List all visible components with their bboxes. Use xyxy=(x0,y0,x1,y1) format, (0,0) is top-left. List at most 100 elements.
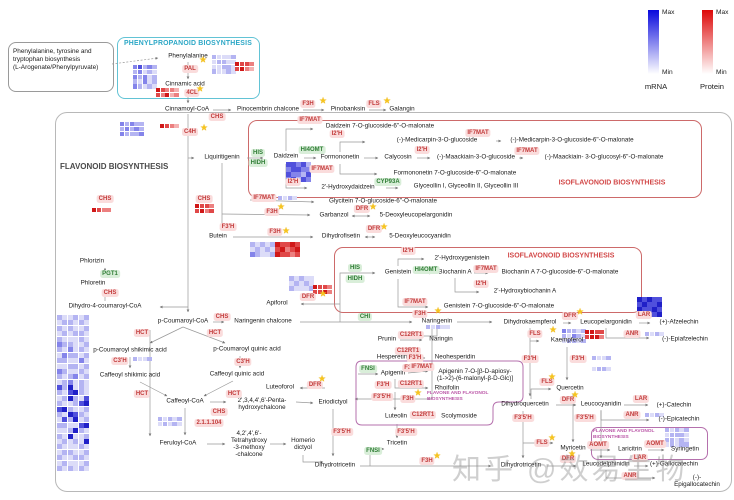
heatmap-cell xyxy=(73,401,79,407)
heatmap-cell xyxy=(445,325,450,330)
heatmap-cell xyxy=(264,251,270,257)
heatmap-cell xyxy=(164,124,170,129)
star-icon: ★ xyxy=(379,221,389,232)
heatmap-cell xyxy=(78,325,84,331)
heatmap-cell xyxy=(665,437,670,442)
star-icon: ★ xyxy=(276,201,286,212)
heatmap-cell xyxy=(656,306,662,312)
star-icon: ★ xyxy=(575,306,585,317)
heatmap-cell xyxy=(286,171,291,177)
heatmap-cell xyxy=(674,432,679,438)
heatmap-cell xyxy=(57,331,62,337)
enzyme-label: CHS xyxy=(208,112,226,122)
metabolite-label: Calycosin xyxy=(384,153,412,161)
enzyme-label: IF7MAT xyxy=(473,264,499,274)
heatmap-cell xyxy=(83,331,89,337)
heatmap-cell xyxy=(162,421,168,427)
heatmap-cell xyxy=(592,367,597,372)
heatmap-cell xyxy=(167,417,172,422)
heatmap-cell xyxy=(73,341,79,347)
heatmap-cell xyxy=(57,460,62,466)
heatmap-cell xyxy=(78,422,84,428)
heatmap-cell xyxy=(313,289,318,295)
heatmap-cell xyxy=(303,285,309,291)
enzyme-label: F3'5'H xyxy=(574,413,596,423)
heatmap-cell xyxy=(134,122,139,127)
heatmap-cell xyxy=(576,333,581,339)
enzyme-label: C4H xyxy=(181,127,199,137)
heatmap-cell xyxy=(322,285,327,290)
heatmap-cell xyxy=(67,320,73,326)
metabolite-label: (-)-Medicarpin-3-O-glucoside xyxy=(396,136,478,144)
star-icon: ★ xyxy=(199,122,209,133)
protein-label: Protein xyxy=(699,82,725,91)
heatmap-cell xyxy=(62,465,68,471)
heatmap-grid xyxy=(158,417,182,427)
heatmap-cell xyxy=(142,69,147,75)
heatmap-cell xyxy=(78,412,84,418)
heatmap-cell xyxy=(287,196,292,201)
enzyme-label: LAR xyxy=(632,394,650,404)
heatmap-cell xyxy=(62,390,68,396)
metabolite-label: p-Coumaroyl shikimic acid xyxy=(93,346,167,354)
enzyme-label: C12RT1 xyxy=(397,330,425,340)
heatmap-cell xyxy=(571,329,576,334)
heatmap-cell xyxy=(649,332,655,337)
heatmap-cell xyxy=(62,460,68,466)
heatmap-grid xyxy=(133,65,157,89)
heatmap-cell xyxy=(134,131,139,136)
star-icon: ★ xyxy=(547,371,557,382)
enzyme-label: AOMT xyxy=(644,439,666,449)
enzyme-label: HIS xyxy=(250,148,266,158)
heatmap-cell xyxy=(83,363,89,369)
heatmap-cell xyxy=(78,455,84,461)
heatmap-grid xyxy=(195,204,214,214)
star-icon: ★ xyxy=(548,324,558,335)
enzyme-label: IF7MAT xyxy=(309,164,335,174)
heatmap-cell xyxy=(290,171,296,177)
heatmap-cell xyxy=(73,433,79,439)
enzyme-label: FLS xyxy=(539,377,555,387)
heatmap-cell xyxy=(83,390,89,396)
heatmap-cell xyxy=(435,325,440,330)
heatmap-cell xyxy=(656,301,662,307)
heatmap-cell xyxy=(303,276,309,281)
metabolite-label: Luteolin xyxy=(384,412,408,420)
heatmap-cell xyxy=(282,196,288,201)
heatmap-cell xyxy=(679,437,684,442)
heatmap-cell xyxy=(298,276,304,281)
heatmap-cell xyxy=(73,395,79,401)
heatmap-cell xyxy=(57,417,62,423)
enzyme-label: 4CL xyxy=(184,88,200,98)
metabolite-label: (+)-Catechin xyxy=(656,401,692,409)
heatmap-cell xyxy=(67,433,73,439)
heatmap-cell xyxy=(124,122,130,127)
heatmap-cell xyxy=(637,306,642,312)
heatmap-cell xyxy=(67,315,73,320)
heatmap-cell xyxy=(147,74,152,79)
heatmap-cell xyxy=(147,84,152,89)
heatmap-cell xyxy=(57,368,62,374)
source-pathway-box xyxy=(8,42,114,92)
heatmap-cell xyxy=(284,251,290,257)
heatmap-grid xyxy=(250,242,275,257)
heatmap-cell xyxy=(606,356,611,361)
heatmap-cell xyxy=(78,320,84,326)
heatmap-grid xyxy=(592,356,611,361)
enzyme-label: CYP93A xyxy=(374,177,402,187)
enzyme-label: IF7MAT xyxy=(409,362,435,372)
metabolite-label: (-)-Epiafzelechin xyxy=(662,335,708,343)
metabolite-label: Caffeoyl-CoA xyxy=(166,397,204,405)
metabolite-label: Prunin xyxy=(377,335,397,343)
heatmap-cell xyxy=(137,65,143,70)
heatmap-cell xyxy=(83,422,89,428)
enzyme-label: HIDH xyxy=(248,158,268,168)
heatmap-cell xyxy=(656,311,662,317)
heatmap-cell xyxy=(57,341,62,347)
heatmap-cell xyxy=(585,330,590,335)
enzyme-label: C3'H xyxy=(111,356,129,366)
heatmap-cell xyxy=(62,412,68,418)
heatmap-cell xyxy=(322,289,327,295)
heatmap-cell xyxy=(169,88,174,93)
